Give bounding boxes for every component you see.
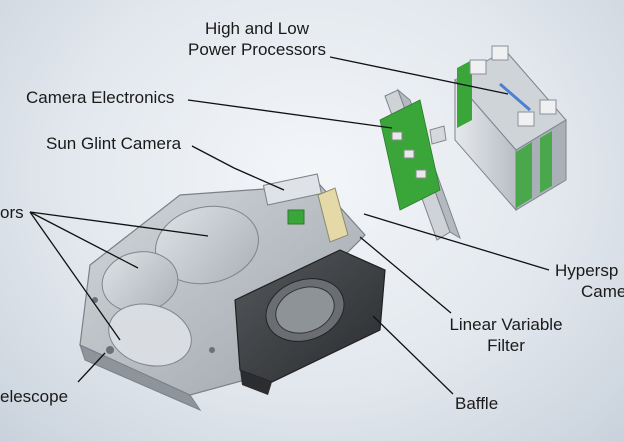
- label-processors-line1: High and Low: [205, 19, 309, 38]
- label-processors-line2: Power Processors: [188, 40, 326, 59]
- label-mirrors: ors: [0, 203, 24, 222]
- processor-stack: [454, 45, 567, 212]
- camera-electronics-assembly: [379, 88, 461, 241]
- label-camera-electronics: Camera Electronics: [26, 88, 175, 107]
- label-hyperspectral-camera: Hypersp Came: [555, 260, 624, 302]
- optical-housing: [79, 173, 366, 412]
- label-baffle: Baffle: [455, 394, 499, 413]
- label-hyperspectral-line2: Came: [581, 282, 624, 301]
- label-sun-glint-camera: Sun Glint Camera: [46, 134, 182, 153]
- label-lvf-line1: Linear Variable: [449, 315, 563, 334]
- label-processors: High and Low Power Processors: [178, 18, 336, 60]
- label-lvf-line2: Filter: [487, 336, 525, 355]
- label-hyperspectral-line1: Hypersp: [555, 261, 619, 280]
- leader-lines: [29, 56, 550, 395]
- label-telescope: elescope: [0, 387, 69, 406]
- baffle-part: [234, 249, 386, 395]
- label-linear-variable-filter: Linear Variable Filter: [440, 314, 572, 356]
